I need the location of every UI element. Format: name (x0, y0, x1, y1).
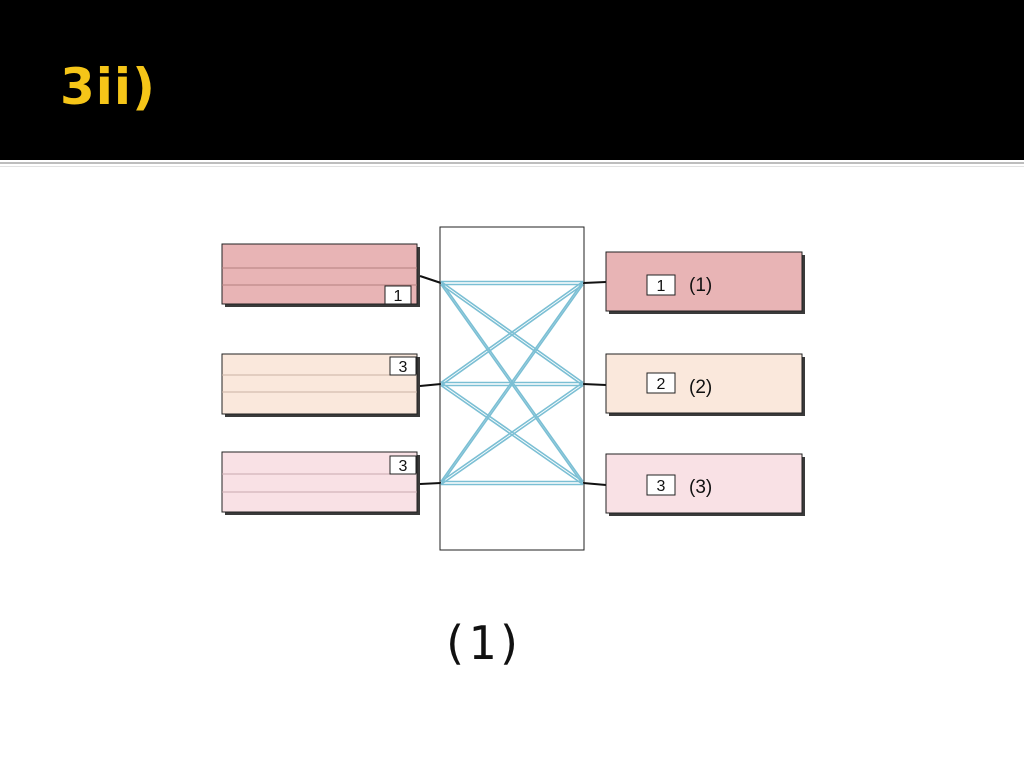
right-stubs (582, 281, 607, 486)
right-target-3-badge: 3 (657, 478, 666, 495)
left-source-2-badge-box (389, 356, 417, 376)
connector-line-3-2 (440, 381, 584, 483)
connector-line-2-1 (440, 280, 584, 384)
connector-lines (440, 280, 584, 486)
left-source-1: 1 (221, 243, 420, 307)
connector-line-3-2 (440, 384, 584, 486)
right-target-1-badge-box (646, 274, 676, 296)
right-target-3: 3 (3) (605, 453, 805, 516)
right-target-2: 2 (2) (605, 353, 805, 416)
right-target-1-label: (1) (689, 275, 712, 296)
left-source-3-badge: 3 (399, 458, 408, 475)
left-source-2-badge: 3 (399, 359, 408, 376)
right-target-1-fill (605, 251, 803, 312)
left-source-1-badge: 1 (394, 288, 403, 305)
right-target-2-label: (2) (689, 377, 712, 398)
divider-line (0, 162, 1024, 164)
right-target-2-badge-box (646, 372, 676, 394)
connector-line-2-1 (440, 283, 584, 387)
left-source-3-fill (221, 451, 418, 513)
left-source-3-badge-box (389, 455, 417, 475)
divider-line-thin (0, 166, 1024, 167)
connector-line-3-1 (440, 284, 584, 485)
left-source-1-badge-box (384, 285, 412, 305)
right-target-1: 1 (1) (605, 251, 805, 314)
slide-title: 3ii) (60, 58, 156, 116)
left-source-2-fill (221, 353, 418, 415)
right-target-2-fill (605, 353, 803, 414)
right-target-3-badge-box (646, 474, 676, 496)
connector-line-3-1 (440, 281, 584, 482)
left-source-2: 3 (221, 353, 420, 417)
left-source-3: 3 (221, 451, 420, 515)
right-target-2-badge: 2 (657, 376, 666, 393)
right-target-3-fill (605, 453, 803, 514)
right-target-1-badge: 1 (657, 278, 666, 295)
left-stubs (419, 275, 442, 485)
right-target-3-label: (3) (689, 477, 712, 498)
title-bar (0, 0, 1024, 160)
slide-caption: (1) (440, 616, 524, 670)
junction-box (439, 226, 585, 551)
